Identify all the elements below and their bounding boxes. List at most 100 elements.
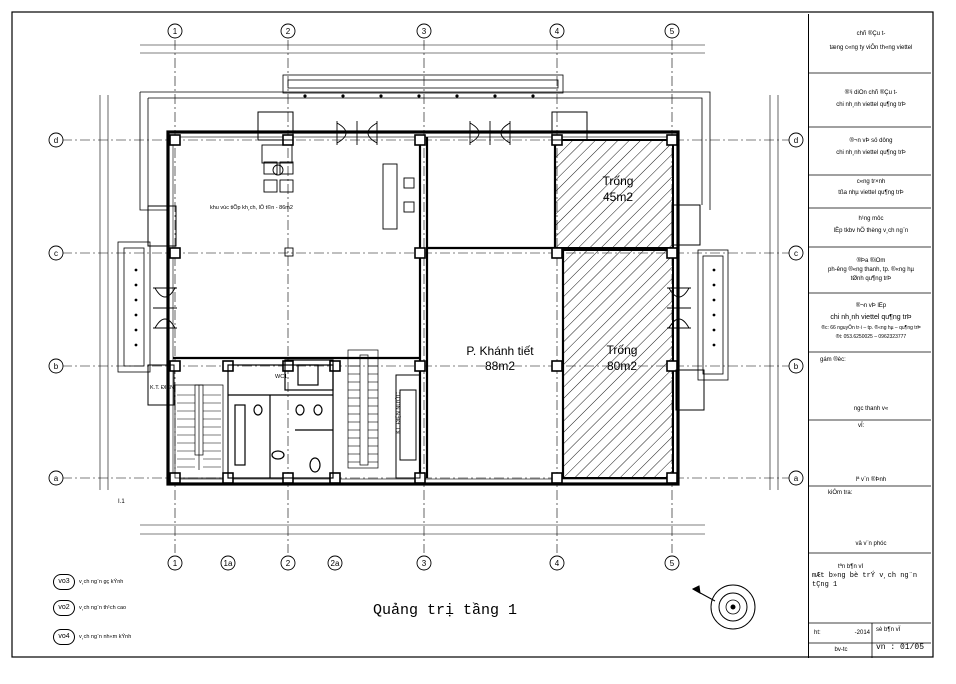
- tb-design-name: lª v¨n ®Þnh: [855, 477, 887, 483]
- legend-code: vo2: [53, 600, 75, 616]
- canopy: [117, 74, 729, 381]
- grid-label-col: 5: [670, 559, 675, 568]
- grid-label-row: d: [794, 136, 798, 145]
- double-door: [336, 121, 378, 145]
- column: [169, 360, 181, 372]
- empty-top-area: 45m2: [602, 190, 634, 204]
- grid-label-col: 2a: [331, 559, 340, 568]
- tb-check-name: vâ v¨n phóc: [855, 541, 887, 547]
- grid-label-col: 2: [286, 27, 291, 36]
- drawing-title: Quảng trị tầng 1: [372, 602, 518, 619]
- column: [169, 134, 181, 146]
- grid-label-row: d: [54, 136, 58, 145]
- grid-bubble-row: b: [788, 358, 804, 374]
- tb-designer-value: chi nh¸nh viettel qu¶ng trÞ: [830, 314, 912, 321]
- tb-sheet-no-label: sè b¶n vÏ: [876, 627, 901, 633]
- tb-designer-label: ®¬n vÞ lËp: [855, 303, 887, 309]
- tb-code: bv-tc: [834, 647, 848, 653]
- label-kt-dien: K.T. ĐIỆN: [150, 385, 175, 391]
- utility-shaft: [395, 374, 421, 479]
- interior-walls: [173, 137, 565, 478]
- tb-owner-rep-value: chi nh¸nh viettel qu¶ng trÞ: [836, 102, 906, 108]
- grid-label-col: 1a: [224, 559, 233, 568]
- grid-bubble-col: 1a: [220, 555, 236, 571]
- column: [666, 134, 678, 146]
- grid-label-row: a: [794, 474, 799, 483]
- tb-date-value: -2014: [854, 630, 870, 636]
- column: [282, 360, 294, 372]
- grid-label-col: 2: [286, 559, 291, 568]
- tb-date-label: ht:: [814, 630, 821, 636]
- legend-code: vo4: [53, 629, 75, 645]
- column: [414, 134, 426, 146]
- tb-manager-label: gám ®èc:: [820, 357, 846, 363]
- tb-designer-address: ®c: 66 nguyÔn tr·i – tp. ®«ng hµ – qu¶ng…: [821, 325, 921, 331]
- tb-sheet-name-value-2: tÇng 1: [812, 581, 838, 589]
- double-door: [153, 287, 177, 329]
- tb-sheet-name-label: tªn b¶n vÏ: [838, 564, 864, 570]
- column: [414, 360, 426, 372]
- column: [666, 472, 678, 484]
- tb-check-label: kiÓm tra:: [828, 490, 853, 496]
- vip-room-area: 88m2: [484, 359, 516, 373]
- grid-bubble-col: 1: [167, 23, 183, 39]
- grid-label-col: 1: [173, 559, 178, 568]
- grid-label-col: 1: [173, 27, 178, 36]
- dimension-lines: [99, 44, 779, 535]
- column: [551, 360, 563, 372]
- grid-bubble-col: 5: [664, 555, 680, 571]
- grid-bubble-row: a: [48, 470, 64, 486]
- sheet-border: [11, 11, 934, 658]
- column: [666, 247, 678, 259]
- grid-bubble-col: 3: [416, 555, 432, 571]
- tb-owner-value: tæng c«ng ty viÔn th«ng viettel: [829, 45, 913, 51]
- room-label-reception: khu vùc tiÕp kh¸ch, lÔ t©n - 86m2: [210, 205, 293, 211]
- legend-item: vo4 v¸ch ng¨n nh«m kÝnh: [53, 629, 131, 645]
- empty-room-top: [554, 139, 674, 249]
- grid-bubble-col: 2a: [327, 555, 343, 571]
- legend-text: v¸ch ng¨n nh«m kÝnh: [79, 634, 132, 640]
- tb-designer-phone: ®t: 053.6250025 – 0962323777: [835, 334, 907, 340]
- grid-bubble-col: 4: [549, 555, 565, 571]
- grid-bubble-col: 3: [416, 23, 432, 39]
- tb-designer: ®¬n vÞ lËp chi nh¸nh viettel qu¶ng trÞ ®…: [812, 302, 930, 342]
- double-door: [469, 121, 511, 145]
- label-wc1: WC1: [275, 374, 288, 380]
- grid-bubble-row: d: [48, 132, 64, 148]
- tb-location-label: ®Þa ®iÓm: [856, 258, 886, 264]
- column: [329, 360, 341, 372]
- grid-bubble-row: c: [788, 245, 804, 261]
- tb-user-label: ®¬n vÞ sö dông: [849, 138, 893, 144]
- tb-item: h¹ng môc lËp tkbv hÖ thèng v¸ch ng¨n: [812, 215, 930, 236]
- double-door: [667, 287, 691, 329]
- legend-item: vo2 v¸ch ng¨n th¹ch cao: [53, 600, 126, 616]
- column: [666, 360, 678, 372]
- grid-label-col: 4: [555, 27, 560, 36]
- room-label-empty-top: Trống 45m2: [583, 173, 653, 205]
- porch-blocks: [147, 111, 705, 411]
- grid-label-row: b: [794, 362, 799, 371]
- north-arrow: [691, 584, 756, 630]
- doors: [153, 121, 691, 329]
- tb-owner-label: chñ ®Çu t-: [856, 31, 886, 37]
- tb-sheet-name: tªn b¶n vÏ mÆt b»ng bè trÝ v¸ch ng¨n tÇn…: [812, 563, 930, 590]
- empty-room-bottom: [562, 249, 674, 479]
- grid-bubble-col: 2: [280, 23, 296, 39]
- grid-bubble-row: c: [48, 245, 64, 261]
- tb-location-value-2: tØnh qu¶ng trÞ: [850, 276, 892, 282]
- grid-label-col: 3: [422, 27, 427, 36]
- grid-bubble-row: d: [788, 132, 804, 148]
- tb-owner: chñ ®Çu t- tæng c«ng ty viÔn th«ng viett…: [812, 30, 930, 53]
- tb-owner-rep: ®¹i diÖn chñ ®Çu t- chi nh¸nh viettel qu…: [812, 89, 930, 110]
- grid-bubble-col: 2: [280, 555, 296, 571]
- stair-left: [174, 384, 224, 479]
- tb-item-value: lËp tkbv hÖ thèng v¸ch ng¨n: [833, 228, 909, 234]
- column: [169, 247, 181, 259]
- tb-user-value: chi nh¸nh viettel qu¶ng trÞ: [836, 150, 906, 156]
- tb-manager-name: ngc thanh v«: [853, 406, 889, 412]
- title-block: [808, 14, 932, 658]
